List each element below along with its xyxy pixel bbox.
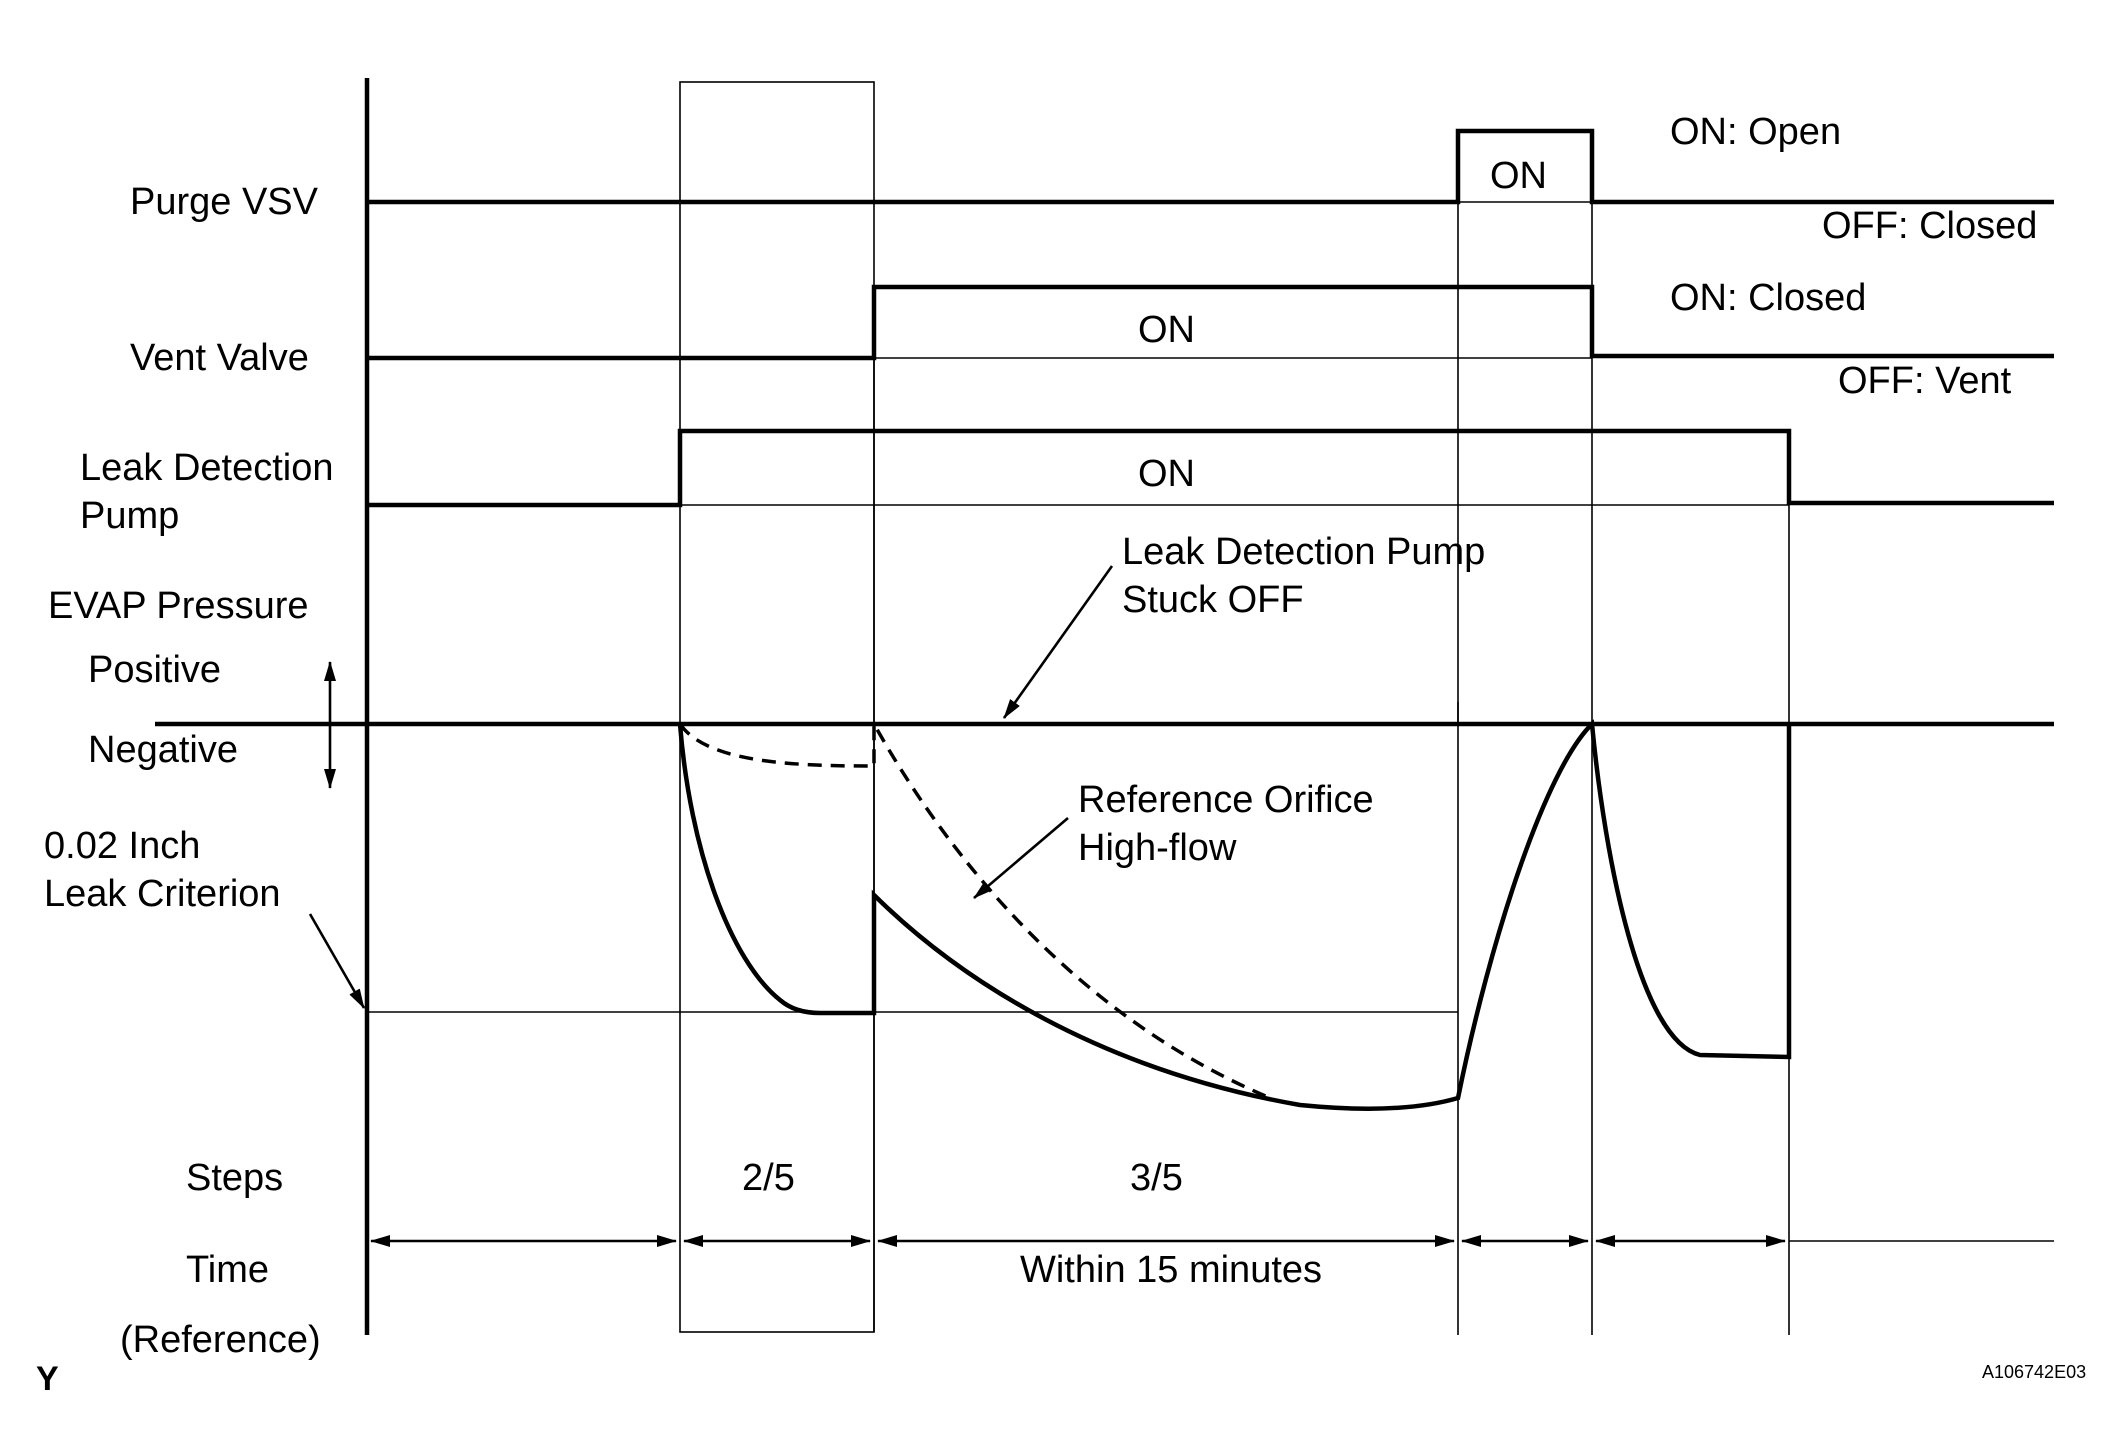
orifice-pointer-arrow	[973, 817, 1069, 899]
vent-valve-on-state: ON: Closed	[1670, 277, 1866, 319]
step-3-label: 3/5	[1130, 1157, 1183, 1199]
step-2-label: 2/5	[742, 1157, 795, 1199]
vent-valve-label: Vent Valve	[130, 337, 309, 379]
figure-code: A106742E03	[1982, 1362, 2086, 1382]
step-2-box	[679, 81, 875, 1333]
time-label: Time	[186, 1249, 269, 1291]
time-window-label: Within 15 minutes	[1020, 1249, 1322, 1291]
criterion-pointer-arrow	[308, 913, 366, 1009]
purge-vsv-label: Purge VSV	[130, 181, 319, 223]
steps-label: Steps	[186, 1157, 283, 1199]
leak-pump-on-text: ON	[1138, 453, 1195, 495]
criterion-label-line2: Leak Criterion	[44, 873, 281, 915]
purge-vsv-off-state: OFF: Closed	[1822, 205, 2037, 247]
vent-valve-off-state: OFF: Vent	[1838, 360, 2012, 402]
orifice-label-line1: Reference Orifice	[1078, 779, 1374, 821]
stuck-off-label-line1: Leak Detection Pump	[1122, 531, 1485, 573]
leak-pump-label-line2: Pump	[80, 495, 179, 537]
evap-negative-label: Negative	[88, 729, 238, 771]
evap-pressure-trace	[677, 719, 1792, 1111]
vent-valve-signal	[367, 284, 2054, 361]
evap-positive-label: Positive	[88, 649, 221, 691]
corner-mark: Y	[36, 1360, 59, 1398]
evap-pressure-label: EVAP Pressure	[48, 585, 309, 627]
leak-pump-label-line1: Leak Detection	[80, 447, 334, 489]
stuck-off-pointer-arrow	[1002, 565, 1114, 719]
orifice-label-line2: High-flow	[1078, 827, 1237, 869]
criterion-label-line1: 0.02 Inch	[44, 825, 200, 867]
vent-valve-on-text: ON	[1138, 309, 1195, 351]
purge-vsv-on-text: ON	[1490, 155, 1547, 197]
time-reference-label: (Reference)	[120, 1319, 321, 1361]
leak-pump-signal	[367, 428, 2054, 508]
purge-vsv-on-state: ON: Open	[1670, 111, 1841, 153]
stuck-off-label-line2: Stuck OFF	[1122, 579, 1304, 621]
purge-vsv-signal	[367, 128, 2054, 205]
